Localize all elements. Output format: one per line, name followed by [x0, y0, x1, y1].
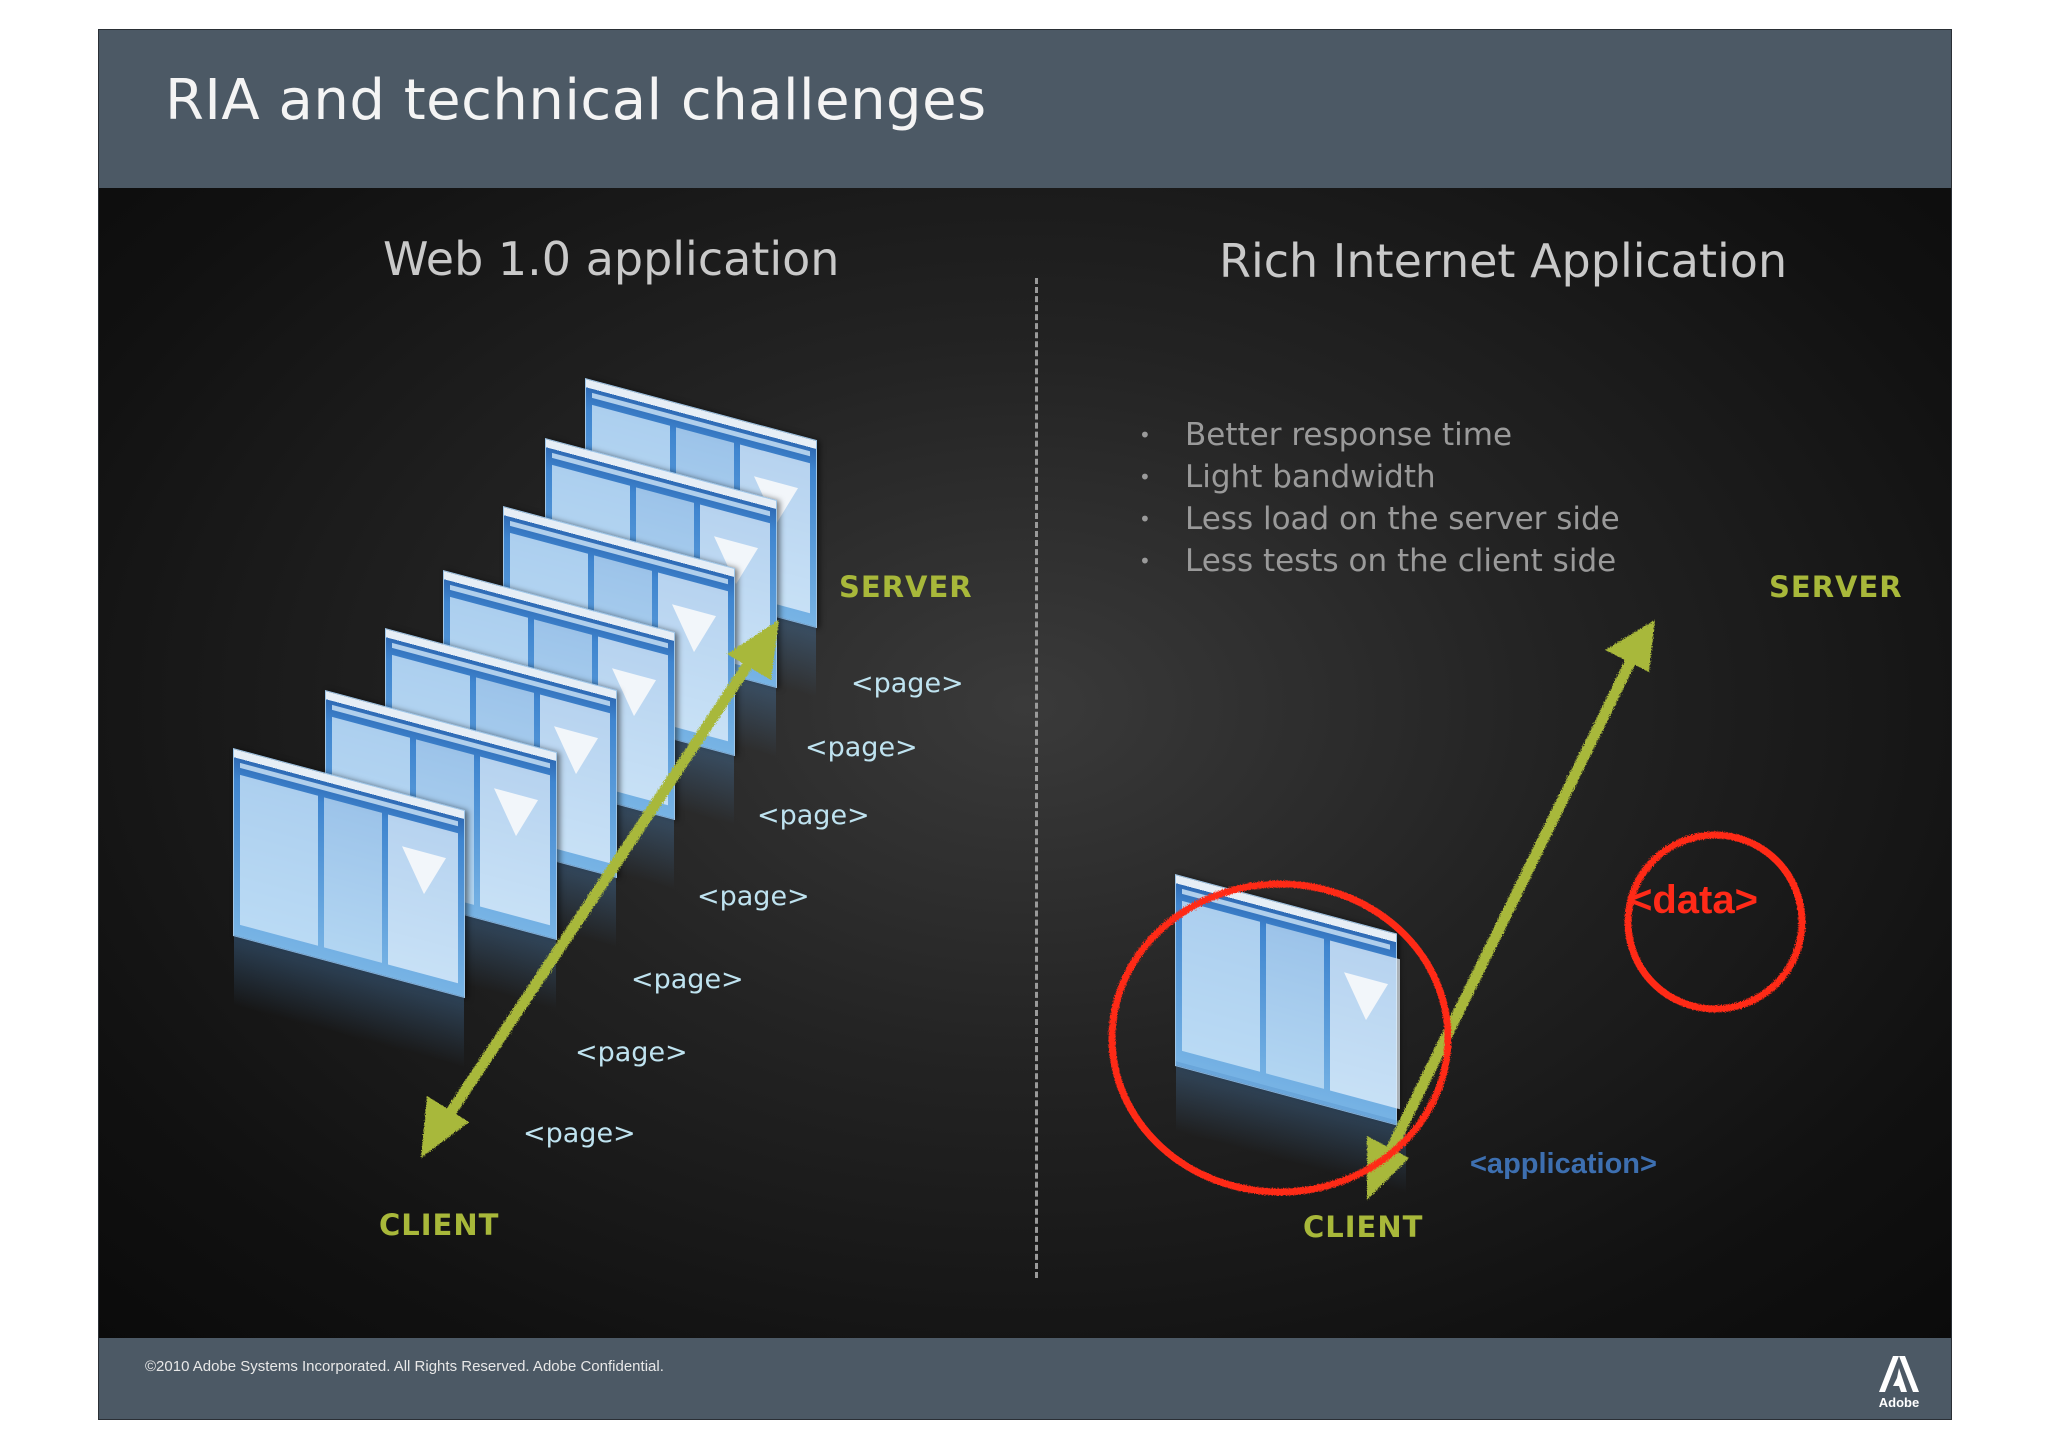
ria-benefits-list: •Better response time •Light bandwidth •…: [1139, 414, 1620, 582]
left-column-title: Web 1.0 application: [383, 232, 840, 286]
data-label: <data>: [1629, 878, 1758, 922]
column-divider: [1035, 278, 1038, 1278]
page-label: <page>: [757, 800, 870, 831]
page-label: <page>: [851, 668, 964, 699]
left-client-label: CLIENT: [379, 1208, 500, 1242]
red-circle-icon: [1108, 880, 1452, 1196]
list-item: •Light bandwidth: [1139, 456, 1620, 498]
bullet-icon: •: [1139, 507, 1151, 531]
list-item: •Less tests on the client side: [1139, 540, 1620, 582]
adobe-logo-text: Adobe: [1878, 1395, 1920, 1410]
list-item: •Better response time: [1139, 414, 1620, 456]
right-client-label: CLIENT: [1303, 1210, 1424, 1244]
diagram-overlay: [421, 620, 1806, 1200]
application-label: <application>: [1470, 1148, 1657, 1180]
page-label: <page>: [697, 881, 810, 912]
red-circle-icon: [1624, 831, 1806, 1013]
left-server-label: SERVER: [839, 570, 973, 604]
double-arrow-icon: [421, 620, 779, 1158]
double-arrow-icon: [1367, 620, 1655, 1200]
page-label: <page>: [523, 1118, 636, 1149]
slide-footer: ©2010 Adobe Systems Incorporated. All Ri…: [99, 1338, 1951, 1419]
page-label: <page>: [631, 964, 744, 995]
bullet-icon: •: [1139, 465, 1151, 489]
right-column-title: Rich Internet Application: [1219, 234, 1788, 288]
bullet-icon: •: [1139, 549, 1151, 573]
page-label: <page>: [805, 732, 918, 763]
slide-header: RIA and technical challenges: [99, 30, 1951, 188]
adobe-logo-icon: Adobe: [1877, 1354, 1921, 1410]
right-server-label: SERVER: [1769, 570, 1903, 604]
slide: RIA and technical challenges Web 1.0 app…: [98, 29, 1952, 1420]
page-label: <page>: [575, 1037, 688, 1068]
slide-title: RIA and technical challenges: [165, 68, 987, 133]
list-item: •Less load on the server side: [1139, 498, 1620, 540]
copyright-text: ©2010 Adobe Systems Incorporated. All Ri…: [145, 1358, 664, 1375]
bullet-icon: •: [1139, 423, 1151, 447]
